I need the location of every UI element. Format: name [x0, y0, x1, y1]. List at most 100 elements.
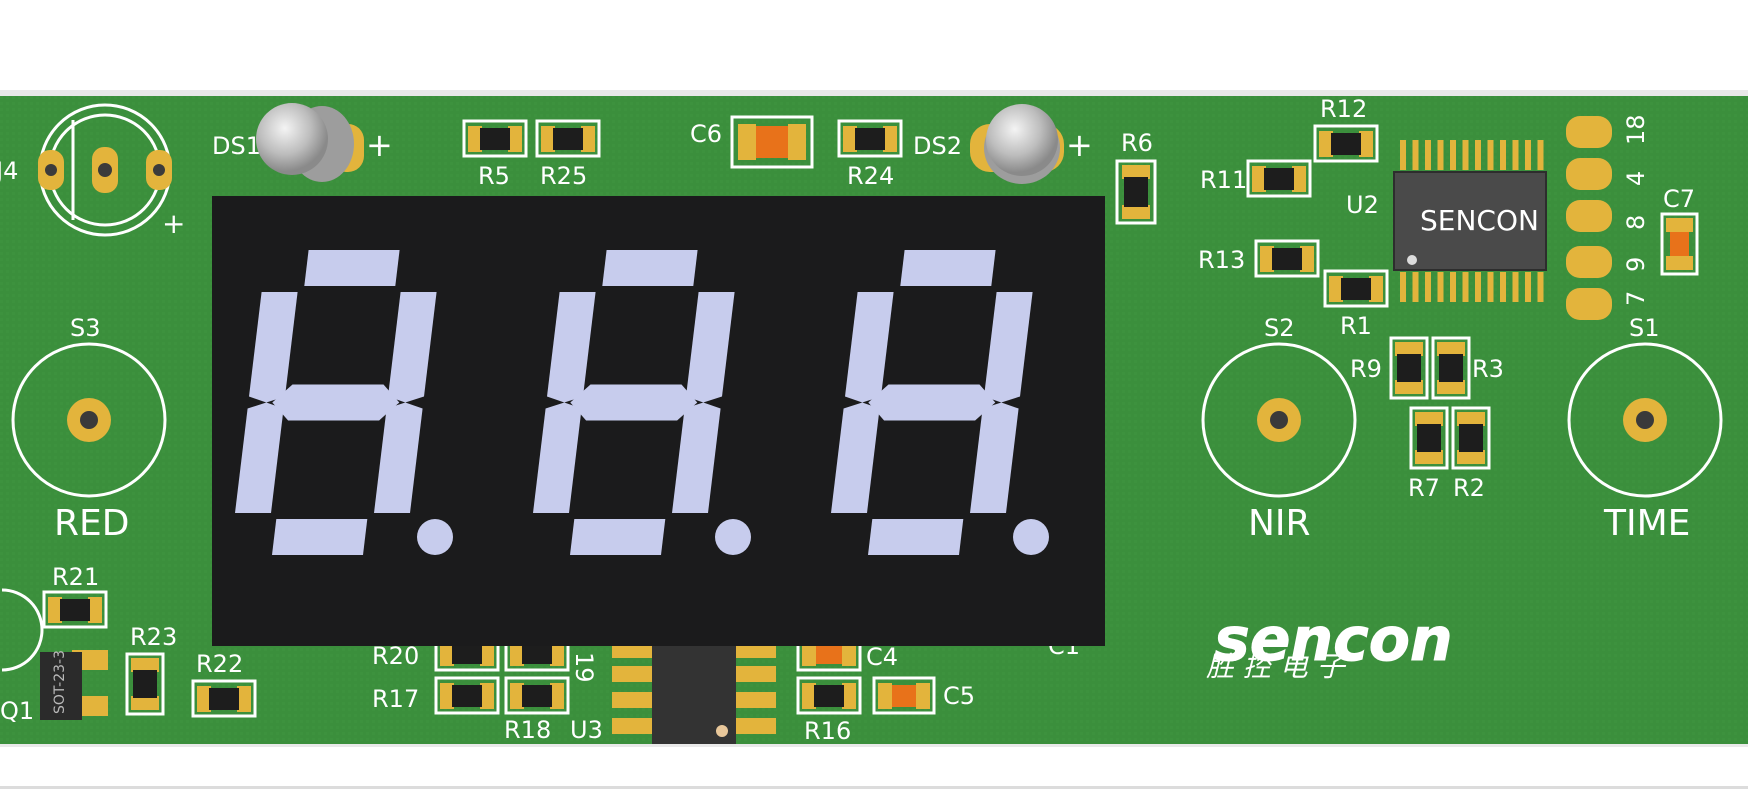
segment-g [570, 384, 698, 421]
button-label-red: RED [54, 503, 129, 544]
board-shadow [0, 90, 1748, 98]
resistor-r18 [504, 676, 570, 715]
ic-pin [1475, 272, 1481, 302]
label-s2: S2 [1264, 314, 1295, 342]
segment-b [984, 292, 1033, 403]
label-c7: C7 [1663, 185, 1695, 213]
ic-pin [1425, 140, 1431, 170]
label-r1: R1 [1340, 312, 1372, 340]
ic-pin [1487, 140, 1494, 170]
capacitor-c6 [730, 115, 814, 169]
resistor-r9 [1389, 336, 1429, 400]
resistor-r12 [1313, 124, 1379, 163]
resistor-r5 [462, 119, 528, 158]
label-r21: R21 [52, 563, 99, 591]
ic-pin [1437, 140, 1444, 170]
resistor-r6 [1115, 159, 1157, 225]
ic-pin [1412, 140, 1419, 170]
sensor-pad [612, 666, 652, 682]
pin-label-7: 7 [1622, 291, 1650, 306]
connector-j4 [38, 103, 172, 237]
segment-a [602, 250, 698, 286]
resistor-r17 [434, 676, 500, 715]
ic-u2 [1393, 140, 1547, 302]
segment-d [868, 519, 964, 555]
label-r9: R9 [1350, 355, 1382, 383]
pin-label-8: 8 [1622, 215, 1650, 230]
segment-g [868, 384, 996, 421]
label-r13: R13 [1198, 246, 1245, 274]
pin-label-9: 9 [1622, 257, 1650, 272]
pin-label-18: 18 [1622, 114, 1650, 145]
segment-a [900, 250, 996, 286]
q1-package-marking: SOT-23-3 [52, 650, 68, 714]
switch-s2[interactable] [1201, 342, 1357, 498]
segment-f [547, 292, 596, 403]
label-r23: R23 [130, 623, 177, 651]
bottom-border-line [0, 786, 1748, 789]
resistor-r3 [1431, 336, 1471, 400]
ic-pin [1512, 140, 1519, 170]
logo-sencon: sencon [1214, 605, 1453, 675]
ic-pin [1475, 140, 1481, 170]
decimal-point [417, 519, 453, 555]
segment-g [272, 384, 400, 421]
segment-f [845, 292, 894, 403]
label-r2: R2 [1453, 474, 1485, 502]
switch-s1[interactable] [1567, 342, 1723, 498]
ic-pin [1500, 140, 1506, 170]
segment-b [388, 292, 437, 403]
header-pins [1566, 116, 1612, 320]
label-r25: R25 [540, 162, 587, 190]
label-ds1: DS1 [212, 132, 261, 160]
resistor-r1 [1323, 269, 1389, 308]
label-s3: S3 [70, 314, 101, 342]
decimal-point [1013, 519, 1049, 555]
ic-pin [1437, 272, 1444, 302]
switch-s3[interactable] [11, 342, 167, 498]
segment-b [686, 292, 735, 403]
ic-pin [1412, 272, 1419, 302]
label-r17: R17 [372, 685, 419, 713]
ic-pin [1450, 140, 1456, 170]
resistor-r7 [1409, 406, 1449, 470]
ic-pin [1400, 272, 1406, 302]
ic-pin [1525, 272, 1531, 302]
label-c4: C4 [866, 643, 898, 671]
label-u2: U2 [1346, 191, 1379, 219]
ic-u2-marking: SENCON [1420, 204, 1539, 237]
polarity-mark-ds1: + [366, 126, 393, 164]
label-u3: U3 [570, 716, 603, 744]
led-ds2 [970, 104, 1064, 184]
segment-e [831, 402, 880, 513]
segment-d [272, 519, 368, 555]
ic-pin [1462, 272, 1469, 302]
label-ds2: DS2 [913, 132, 962, 160]
label-s1: S1 [1629, 314, 1660, 342]
label-19: 19 [570, 652, 598, 683]
label-r16: R16 [804, 717, 851, 745]
label-r12: R12 [1320, 95, 1367, 123]
ic-pin [1537, 140, 1544, 170]
resistor-r23 [125, 652, 165, 716]
resistor-r16 [796, 676, 862, 715]
resistor-r11 [1246, 159, 1312, 198]
label-r22: R22 [196, 650, 243, 678]
label-r3: R3 [1472, 355, 1504, 383]
sensor-u3 [612, 636, 776, 744]
label-r24: R24 [847, 162, 894, 190]
pin-label-4: 4 [1622, 171, 1650, 186]
label-c5: C5 [943, 682, 975, 710]
transistor-q1 [40, 650, 108, 720]
sensor-pad [736, 692, 776, 708]
ic-pin [1425, 272, 1431, 302]
ic-pin [1512, 272, 1519, 302]
ic-pin [1487, 272, 1494, 302]
decimal-point [715, 519, 751, 555]
label-r20: R20 [372, 642, 419, 670]
resistor-r22 [191, 679, 257, 718]
segment-f [249, 292, 298, 403]
seven-segment-digits [235, 250, 1049, 555]
